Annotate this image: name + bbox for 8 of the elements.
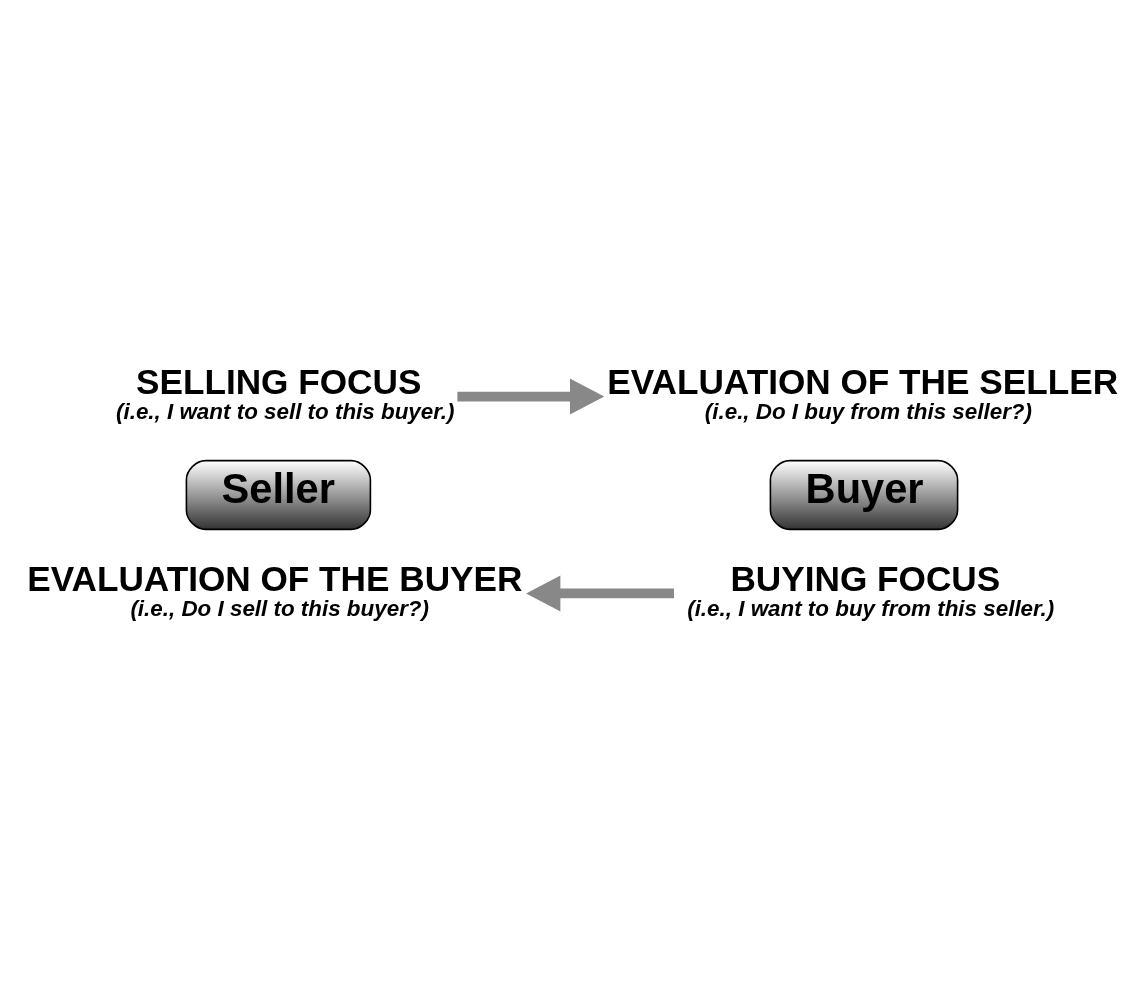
node-text: BUYING FOCUS (i.e., I want to buy from this seller.) — [687, 558, 1055, 621]
node-box: Buyer — [769, 459, 959, 530]
node-text: EVALUATION OF THE SELLER (i.e., Do I buy from this seller?) — [607, 361, 1119, 424]
arrow — [457, 378, 605, 415]
node-box: Seller — [185, 459, 372, 530]
arrow — [526, 574, 674, 611]
node-text: SELLING FOCUS (i.e., I want to sell to this buyer.) — [116, 361, 455, 424]
node-text: EVALUATION OF THE BUYER (i.e., Do I sell to this buyer?) — [27, 558, 523, 621]
